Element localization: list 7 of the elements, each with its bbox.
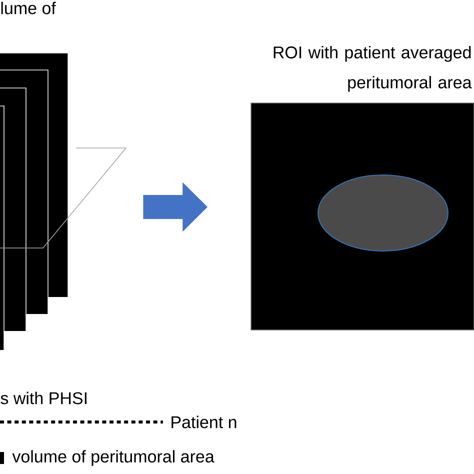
text-label: s with PHSI	[0, 392, 86, 404]
text-label: Patient n	[172, 416, 236, 428]
slice-stack-drawing	[0, 52, 127, 350]
ellipse-region	[318, 174, 448, 252]
panel-heading: ROI with patient averaged peritumoral area	[274, 46, 472, 92]
text-label: lume of	[1, 2, 56, 14]
text-label: volume of peritumoral area	[12, 450, 214, 466]
